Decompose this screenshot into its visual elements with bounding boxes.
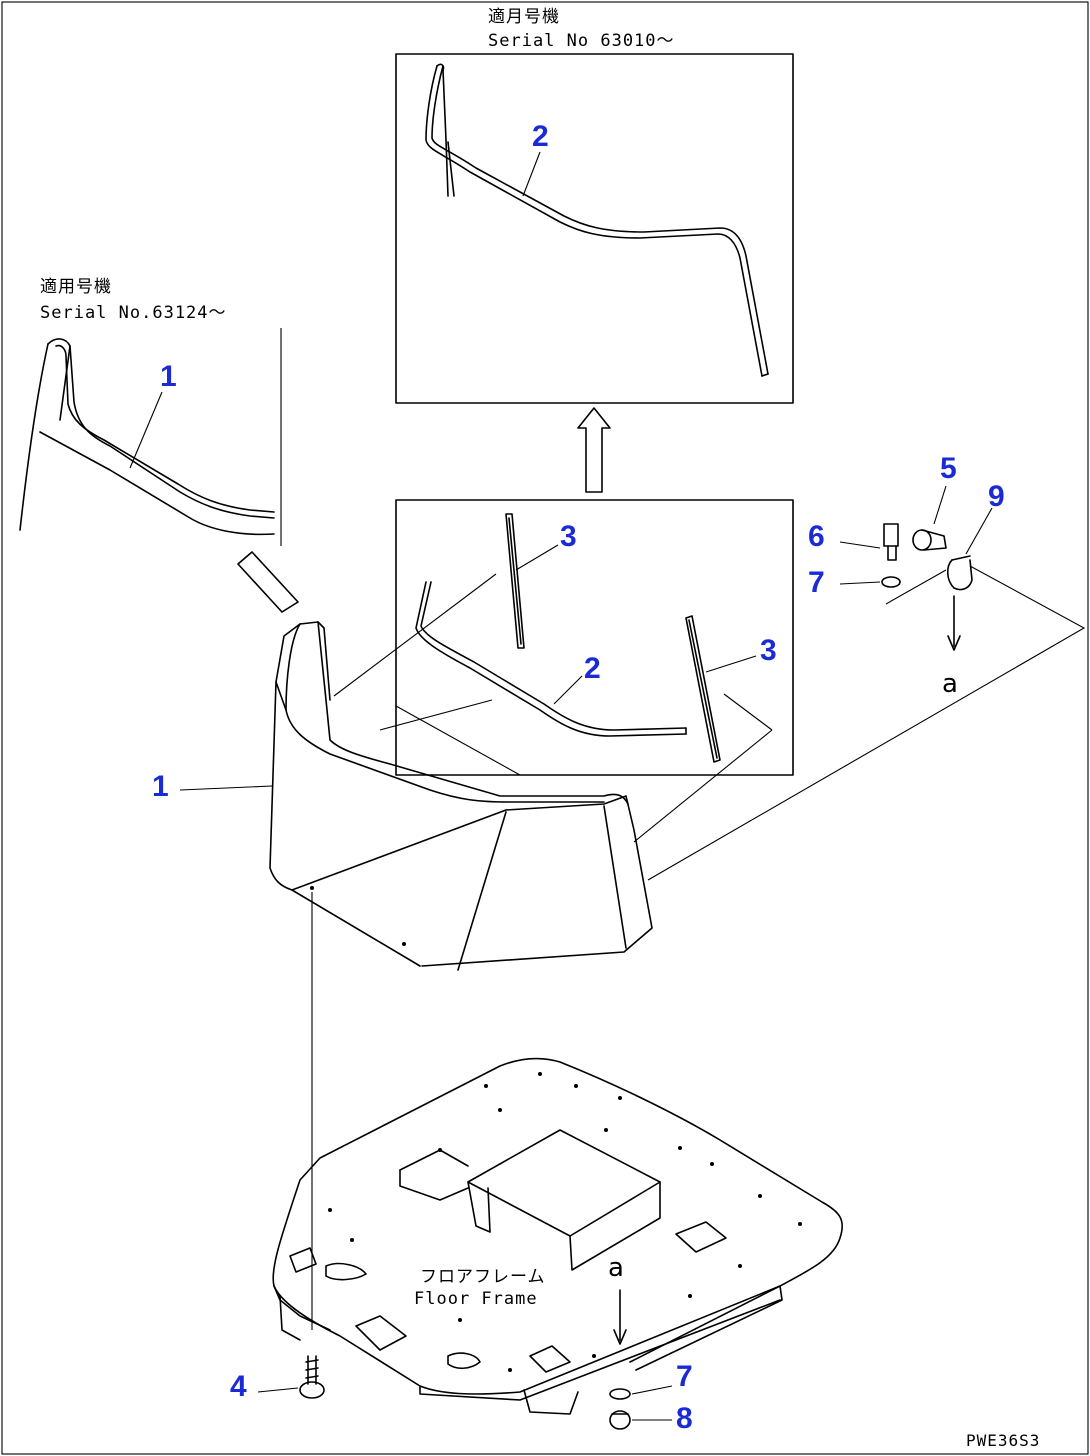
detail-box-top xyxy=(395,53,794,404)
break-connector xyxy=(237,551,299,613)
bolt-part-6 xyxy=(883,523,899,561)
leader-6 xyxy=(839,541,881,549)
leader-7-bottom xyxy=(631,1385,673,1395)
ref-line-2 xyxy=(379,699,493,731)
callout-1-main: 1 xyxy=(152,770,169,803)
ref-line-box xyxy=(395,705,521,776)
callout-4: 4 xyxy=(230,1370,247,1403)
handrail-part-2-new xyxy=(425,63,769,377)
spacer-part-3-b xyxy=(685,615,721,763)
leader-2-mid xyxy=(553,675,583,705)
drawing-number: PWE36S3 xyxy=(966,1431,1040,1450)
top-note-jp: 適月号機 xyxy=(488,7,560,27)
floor-frame-cutouts xyxy=(289,1221,727,1415)
nut-part-8 xyxy=(609,1410,631,1430)
ref-line-3b-to-guard xyxy=(633,729,773,843)
leader-1-top xyxy=(129,391,163,469)
callout-9: 9 xyxy=(988,480,1005,513)
callout-1-top: 1 xyxy=(160,360,177,393)
leader-7-top xyxy=(839,581,881,585)
callout-2-mid: 2 xyxy=(584,652,601,685)
detail-arrow xyxy=(577,407,611,493)
floor-frame-label-jp: フロアフレーム xyxy=(420,1267,546,1287)
ref-a-lower: a xyxy=(608,1253,624,1283)
handrail-part-2-old xyxy=(415,581,687,737)
callout-3-b: 3 xyxy=(760,634,777,667)
callout-5: 5 xyxy=(940,452,957,485)
bolt-part-5 xyxy=(912,529,947,551)
left-note-jp: 適用号機 xyxy=(40,277,112,297)
leader-1-main xyxy=(179,785,273,791)
callout-8: 8 xyxy=(676,1402,693,1435)
top-note-serial: Serial No 63010～ xyxy=(488,31,675,51)
arrow-from-a xyxy=(613,1289,627,1345)
floor-frame xyxy=(272,1057,844,1401)
washer-part-7-top xyxy=(881,576,901,588)
washer-part-7-bottom xyxy=(609,1388,631,1400)
detail-box-middle xyxy=(395,499,794,776)
leader-3-b xyxy=(705,655,757,673)
arrow-to-a xyxy=(947,595,961,651)
guard-part-1 xyxy=(269,621,653,971)
floor-frame-holes xyxy=(328,1072,802,1372)
ref-line-3a xyxy=(333,573,497,697)
leader-3-a xyxy=(515,544,559,571)
bracket-part-9 xyxy=(946,555,973,591)
callout-7-bottom: 7 xyxy=(676,1360,693,1393)
leader-4 xyxy=(257,1387,299,1393)
handrail-part-1-variant xyxy=(19,338,275,536)
left-note-serial: Serial No.63124～ xyxy=(40,303,227,323)
guard-hole xyxy=(402,942,406,946)
guard-hole xyxy=(310,886,314,890)
ref-a-upper: a xyxy=(942,669,958,699)
callout-7-top: 7 xyxy=(808,566,825,599)
callout-6: 6 xyxy=(808,520,825,553)
fastener-group-outline xyxy=(647,565,1086,881)
floor-frame-label-en: Floor Frame xyxy=(414,1289,538,1309)
callout-2-top: 2 xyxy=(532,120,549,153)
leader-5 xyxy=(933,485,947,525)
callout-3-a: 3 xyxy=(560,520,577,553)
bolt-part-4 xyxy=(299,1355,325,1399)
spacer-part-3-a xyxy=(505,513,525,649)
ref-line-3b xyxy=(723,693,773,731)
leader-2-top xyxy=(522,151,541,197)
leader-9 xyxy=(965,507,993,555)
